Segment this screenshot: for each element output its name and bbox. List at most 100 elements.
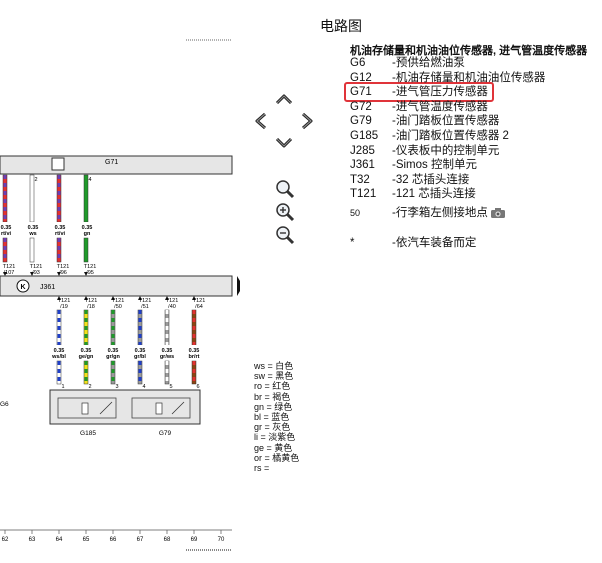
legend-desc: -机油存储量和机油油位传感器 <box>392 71 546 84</box>
connector-label: T121 <box>30 264 43 270</box>
wire-label-bg <box>137 345 143 357</box>
ruler-label: 68 <box>164 537 171 543</box>
ruler-label: 70 <box>218 537 225 543</box>
wire-size: 0.35 <box>55 225 66 231</box>
j361-label: J361 <box>40 284 55 291</box>
pin-arrow <box>3 272 7 276</box>
connector-pin: /96 <box>59 270 67 276</box>
legend-row[interactable]: G79-油门踏板位置传感器 <box>350 114 545 129</box>
legend-desc: -油门踏板位置传感器 2 <box>392 129 509 142</box>
chevron-down-icon[interactable] <box>275 137 293 148</box>
connector-pin: /50 <box>114 304 122 310</box>
color-code: ws = 白色 <box>254 361 294 371</box>
zoom-in-icon[interactable] <box>276 203 295 222</box>
legend-desc: -进气管温度传感器 <box>392 100 488 113</box>
connector-label: T121 <box>58 298 71 304</box>
color-code: or = 橘黄色 <box>254 452 300 463</box>
legend-desc: -32 芯插头连接 <box>392 173 470 186</box>
connector-pin: /51 <box>141 304 149 310</box>
legend-code: T32 <box>350 173 370 186</box>
legend-row[interactable]: G12 -机油存储量和机油油位传感器 <box>350 71 545 86</box>
chevron-right-icon[interactable] <box>302 112 313 130</box>
ruler-label: 63 <box>29 537 36 543</box>
legend-row[interactable]: G185 -油门踏板位置传感器 2 <box>350 129 545 144</box>
color-code: rs = <box>254 463 270 474</box>
wire-color: ge/gn <box>79 354 94 360</box>
legend-code: G12 <box>350 71 372 84</box>
legend-code: J361 <box>350 159 375 172</box>
legend-row[interactable]: * -依汽车装备而定 <box>350 236 545 251</box>
zoom-fit-icon[interactable] <box>276 180 295 199</box>
zoom-out-icon[interactable] <box>276 226 295 245</box>
legend-row[interactable]: T32 -32 芯插头连接 <box>350 173 545 188</box>
ruler-label: 69 <box>191 537 198 543</box>
camera-icon[interactable] <box>490 207 506 219</box>
wire-label-bg <box>164 345 170 357</box>
chevron-left-icon[interactable] <box>255 112 266 130</box>
wire-size: 0.35 <box>82 225 93 231</box>
wire-label-bg <box>2 222 8 230</box>
legend-code: * <box>350 236 355 249</box>
legend-code: G72 <box>350 100 372 113</box>
connector-label: T121 <box>57 264 70 270</box>
control-unit-symbol-label: K <box>20 284 25 291</box>
pin-number: 1 <box>61 384 64 390</box>
connector-label: T121 <box>139 298 152 304</box>
ruler-label: 64 <box>56 537 63 543</box>
g79-wiper <box>171 401 185 415</box>
color-code: bl = 蓝色 <box>254 412 290 423</box>
pin-number: 6 <box>196 384 199 390</box>
g71-label: G71 <box>105 159 118 166</box>
wire-color: rt/vi <box>55 231 66 237</box>
legend-row[interactable]: T121-121 芯插头连接 <box>350 187 545 202</box>
pin-number: 2 <box>34 177 37 183</box>
legend-row[interactable]: J285-仪表板中的控制单元 <box>350 144 545 159</box>
pin-arrow <box>111 296 115 300</box>
connector-pin: /40 <box>168 304 176 310</box>
wiring-diagram: G71 0.35rt/viT121/1070.35ws2T121/930.35r… <box>0 39 240 551</box>
wire-label-bg <box>29 222 35 230</box>
legend-row[interactable]: 50-行李箱左侧接地点 <box>350 202 545 224</box>
wire <box>83 237 89 263</box>
ruler-label: 67 <box>137 537 144 543</box>
legend-code: G185 <box>350 129 379 142</box>
color-code: br = 褐色 <box>254 391 291 402</box>
legend-desc: -Simos 控制单元 <box>392 159 477 172</box>
connector-pin: /93 <box>32 270 40 276</box>
continue-arrow-icon <box>237 276 240 296</box>
legend-desc: -依汽车装备而定 <box>392 236 477 249</box>
top-wires: 0.35rt/viT121/1070.35ws2T121/930.35rt/vi… <box>1 174 97 276</box>
wire <box>29 174 35 223</box>
wire-color: gr/gn <box>106 354 120 360</box>
legend-row[interactable]: G71-进气管压力传感器 <box>350 85 545 100</box>
legend-row[interactable]: G6-预供给燃油泵 <box>350 56 545 71</box>
color-code: gr = 灰色 <box>254 422 291 433</box>
legend-row[interactable]: J361 -Simos 控制单元 <box>350 158 545 173</box>
pin-arrow <box>57 296 61 300</box>
pin-arrow <box>165 296 169 300</box>
wire-color: gr/bl <box>134 354 146 360</box>
g185-resistor <box>81 402 89 415</box>
chevron-up-icon[interactable] <box>275 94 293 105</box>
wire-label-bg <box>83 345 89 357</box>
g79-label: G79 <box>159 430 172 437</box>
pin-arrow <box>30 272 34 276</box>
sensor-box <box>49 389 201 425</box>
pin-arrow <box>84 296 88 300</box>
wire-color: gr/ws <box>160 354 174 360</box>
connector-label: T121 <box>84 264 97 270</box>
legend-row[interactable]: G72 -进气管温度传感器 <box>350 100 545 115</box>
legend-code: G79 <box>350 115 372 128</box>
legend-code: G71 <box>350 86 372 99</box>
connector-pin: /95 <box>86 270 94 276</box>
pin-arrow <box>84 272 88 276</box>
wire-label-bg <box>56 345 62 357</box>
selected-row-highlight <box>344 82 494 102</box>
wire-color: rt/vi <box>1 231 12 237</box>
legend-desc: -行李箱左侧接地点 <box>392 206 488 219</box>
g6-label: G6 <box>0 401 9 408</box>
wire <box>56 174 62 223</box>
